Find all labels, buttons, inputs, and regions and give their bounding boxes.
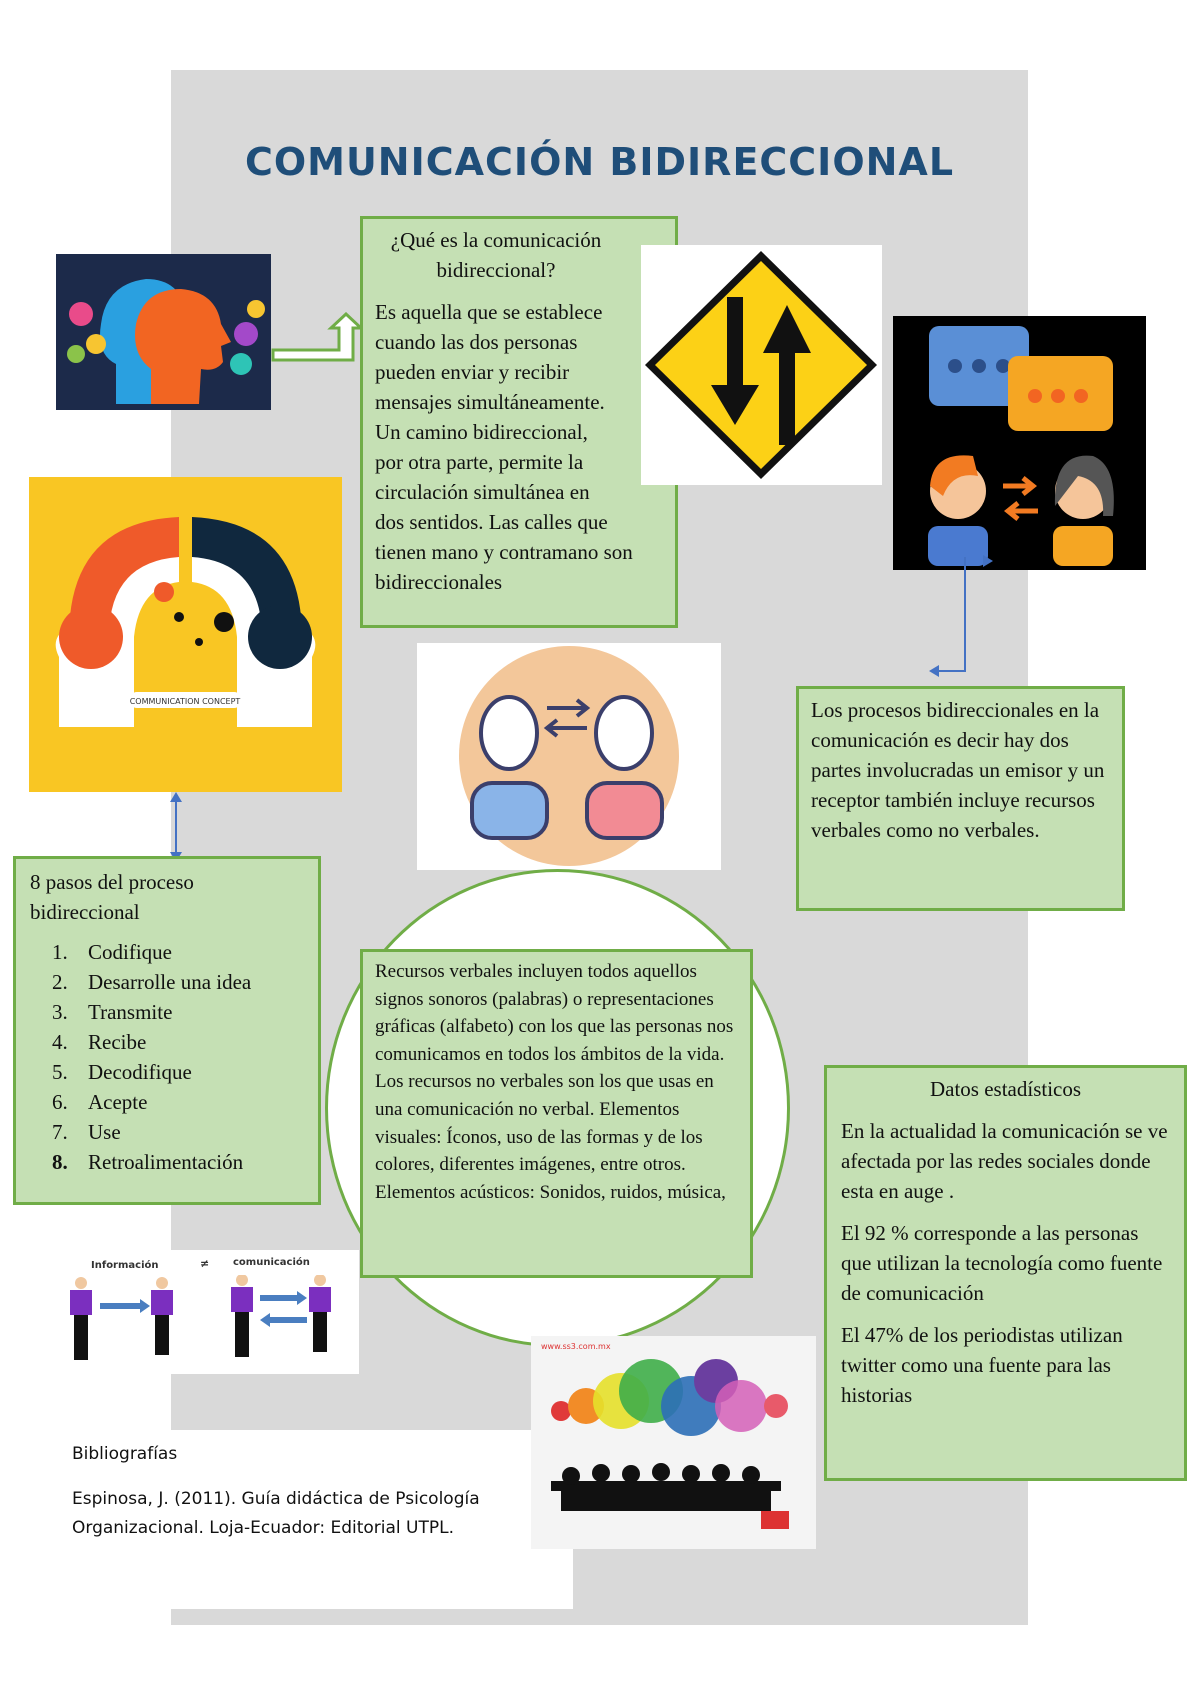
definition-box: ¿Qué es la comunicación bidireccional? E… <box>360 216 678 628</box>
step-label: Transmite <box>88 1000 173 1024</box>
steps-list: 1. Codifique 2. Desarrolle una idea 3. Tran… <box>30 937 304 1177</box>
step-number: 7. <box>52 1120 68 1144</box>
statistics-paragraph: En la actualidad la comunicación se ve a… <box>841 1119 1168 1203</box>
step-label: Recibe <box>88 1030 147 1054</box>
step-number: 3. <box>52 1000 68 1024</box>
bubbles-url-text: www.ss3.com.mx <box>541 1342 611 1351</box>
steps-heading: 8 pasos del proceso bidireccional <box>30 870 194 924</box>
step-item: 7. Use <box>52 1117 304 1147</box>
bibliography-title: Bibliografías <box>72 1444 178 1464</box>
heads-talking-image <box>56 254 271 410</box>
statistics-paragraph: El 47% de los periodistas utilizan twitt… <box>841 1323 1123 1407</box>
two-way-sign-image <box>641 245 882 485</box>
background-cutout <box>171 1430 573 1609</box>
resources-box: Recursos verbales incluyen todos aquello… <box>360 949 753 1278</box>
step-label: Retroalimentación <box>88 1150 244 1174</box>
step-item: 2. Desarrolle una idea <box>52 967 304 997</box>
bibliography-entry-line-1: Espinosa, J. (2011). Guía didáctica de P… <box>72 1489 480 1509</box>
page-title: COMUNICACIÓN BIDIRECCIONAL <box>244 140 955 184</box>
speech-bubbles-image: www.ss3.com.mx <box>531 1336 816 1549</box>
statistics-heading: Datos estadísticos <box>929 1077 1082 1101</box>
process-box: Los procesos bidireccionales en la comun… <box>796 686 1125 911</box>
step-number: 5. <box>52 1060 68 1084</box>
bibliography-entry-line-2: Organizacional. Loja-Ecuador: Editorial … <box>72 1518 454 1538</box>
chat-people-image <box>893 316 1146 570</box>
step-item: 6. Acepte <box>52 1087 304 1117</box>
step-item: 1. Codifique <box>52 937 304 967</box>
step-item: 3. Transmite <box>52 997 304 1027</box>
step-number: 4. <box>52 1030 68 1054</box>
flow-arrow-icon <box>271 312 363 362</box>
step-label: Codifique <box>88 940 172 964</box>
step-number: 6. <box>52 1090 68 1114</box>
step-item: 5. Decodifique <box>52 1057 304 1087</box>
communication-concept-image: COMMUNICATION CONCEPT <box>29 477 342 792</box>
statistics-box: Datos estadísticos En la actualidad la c… <box>824 1065 1187 1481</box>
definition-heading: ¿Qué es la comunicación bidireccional? <box>390 228 602 282</box>
communication-label: comunicación <box>233 1257 310 1268</box>
step-label: Desarrolle una idea <box>88 970 252 994</box>
connector-arrow-icon <box>929 555 993 677</box>
step-item: 8. Retroalimentación <box>52 1147 304 1177</box>
people-exchange-image <box>417 643 721 870</box>
double-arrow-icon <box>170 792 182 862</box>
step-number: 2. <box>52 970 68 994</box>
process-text: Los procesos bidireccionales en la comun… <box>811 698 1105 842</box>
resources-text: Recursos verbales incluyen todos aquello… <box>375 961 734 1203</box>
not-equal-symbol: ≠ <box>200 1257 210 1270</box>
concept-caption: COMMUNICATION CONCEPT <box>130 697 241 706</box>
statistics-paragraph: El 92 % corresponde a las personas que u… <box>841 1221 1163 1305</box>
step-item: 4. Recibe <box>52 1027 304 1057</box>
information-label: Información <box>91 1260 159 1271</box>
step-label: Use <box>88 1120 121 1144</box>
step-label: Acepte <box>88 1090 148 1114</box>
step-label: Decodifique <box>88 1060 192 1084</box>
step-number: 8. <box>52 1150 68 1174</box>
steps-box: 8 pasos del proceso bidireccional 1. Codi… <box>13 856 321 1205</box>
information-vs-communication-image: Información ≠ comunicación <box>65 1250 359 1374</box>
step-number: 1. <box>52 940 68 964</box>
bibliography: Bibliografías Espinosa, J. (2011). Guía … <box>72 1440 480 1543</box>
definition-text: Es aquella que se establece cuando las d… <box>375 300 633 594</box>
